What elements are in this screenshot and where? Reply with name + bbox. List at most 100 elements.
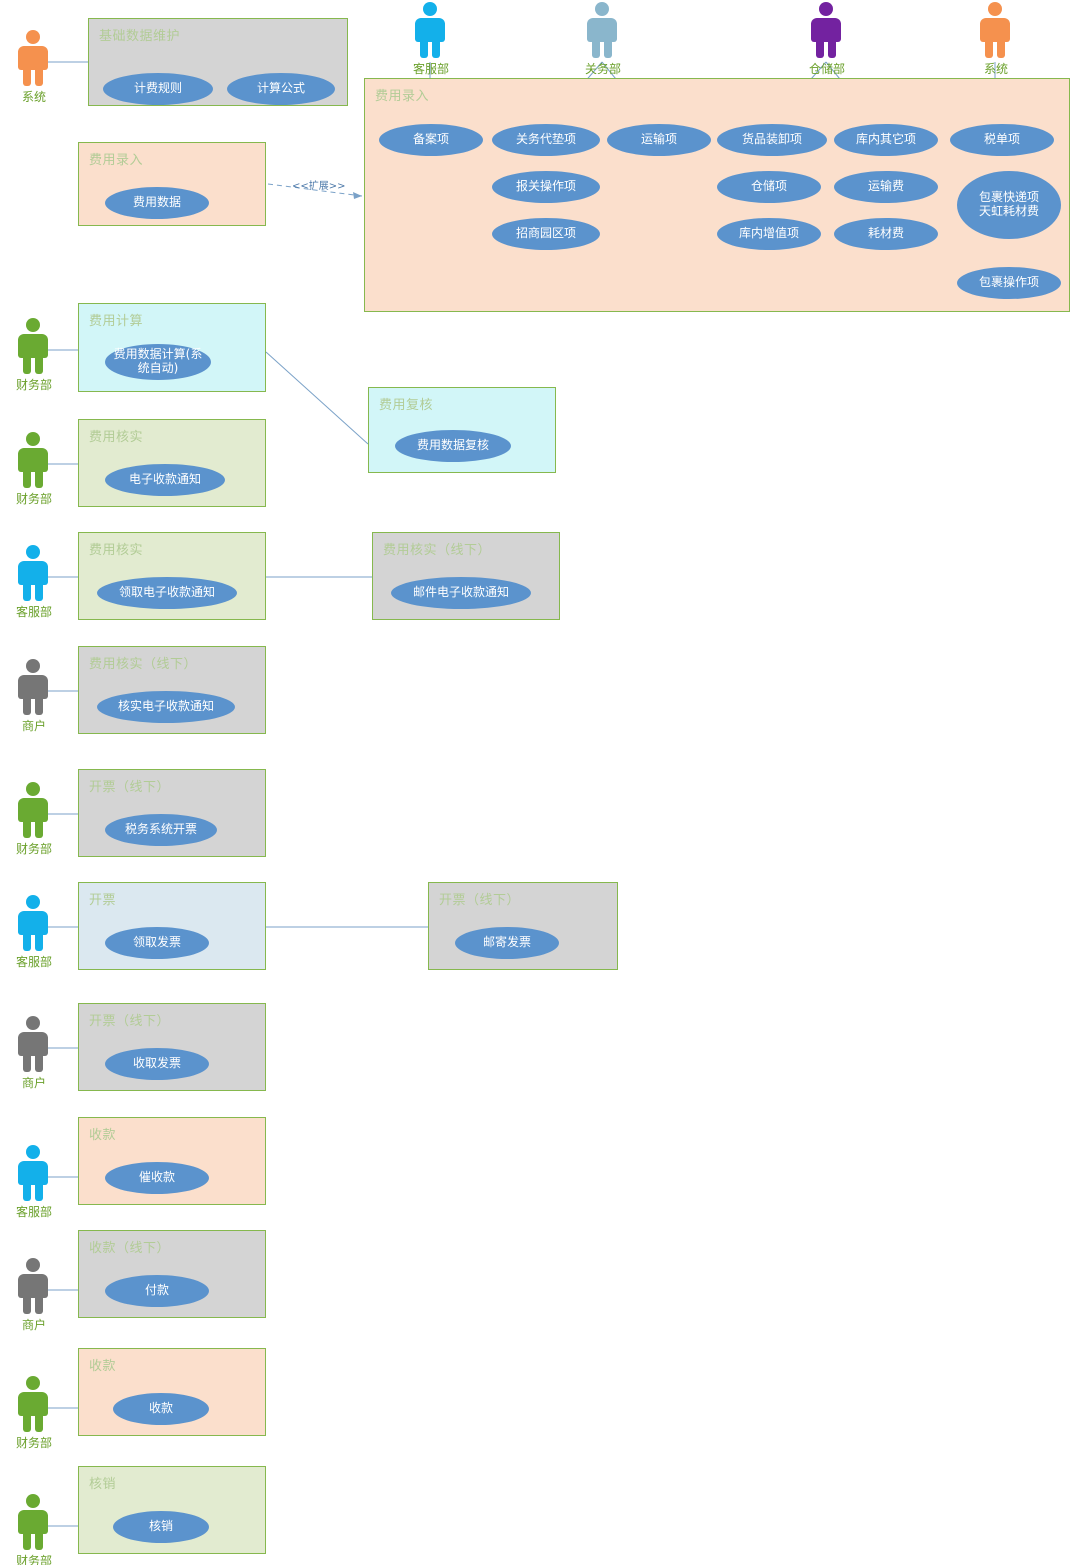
usecase-fee-data-review[interactable]: 费用数据复核 — [395, 430, 511, 462]
usecase-declaration-operation-item[interactable]: 报关操作项 — [492, 171, 600, 203]
actor-label: 财务部 — [15, 1554, 52, 1565]
package-title: 核销 — [89, 1477, 117, 1492]
package-title: 费用核实 — [89, 543, 144, 558]
usecase-transport-item[interactable]: 运输项 — [607, 124, 711, 156]
package-title: 基础数据维护 — [99, 29, 181, 44]
usecase-receive-invoice[interactable]: 领取发票 — [105, 927, 209, 959]
actor-figure-icon — [972, 2, 1018, 58]
actor-figure-icon — [803, 2, 849, 58]
package-title: 开票（线下） — [439, 893, 521, 908]
usecase-receive-payment[interactable]: 收款 — [113, 1393, 209, 1425]
actor-figure-icon — [10, 432, 56, 488]
package-invoice-offline-caiwu: 开票（线下） 税务系统开票 — [78, 769, 266, 857]
usecase-electronic-payment-notice[interactable]: 电子收款通知 — [105, 464, 225, 496]
usecase-parcel-express-tianhong-material-fee[interactable]: 包裹快递项 天虹耗材费 — [957, 171, 1061, 239]
package-title: 费用核实（线下） — [89, 657, 198, 672]
actor-label: 商户 — [21, 1318, 46, 1332]
usecase-material-fee[interactable]: 耗材费 — [834, 218, 938, 250]
usecase-tax-bill-item[interactable]: 税单项 — [950, 124, 1054, 156]
actor-label: 系统 — [983, 62, 1008, 76]
actor-label: 财务部 — [15, 378, 52, 392]
actor-kefu-invoice[interactable]: 客服部 — [10, 895, 56, 969]
actor-figure-icon — [10, 1016, 56, 1072]
usecase-goods-loading-item[interactable]: 货品装卸项 — [717, 124, 827, 156]
usecase-warehouse-value-added-item[interactable]: 库内增值项 — [717, 218, 821, 250]
package-fee-entry-left: 费用录入 费用数据 — [78, 142, 266, 226]
actor-label: 关务部 — [584, 62, 621, 76]
actor-figure-icon — [10, 1494, 56, 1550]
usecase-receive-electronic-payment-notice[interactable]: 领取电子收款通知 — [97, 577, 237, 609]
package-title: 收款 — [89, 1359, 117, 1374]
actor-figure-icon — [10, 318, 56, 374]
package-fee-verify-caiwu: 费用核实 电子收款通知 — [78, 419, 266, 507]
usecase-investment-park-item[interactable]: 招商园区项 — [492, 218, 600, 250]
actor-figure-icon — [10, 1258, 56, 1314]
package-title: 费用录入 — [375, 89, 430, 104]
package-fee-calc: 费用计算 费用数据计算(系 统自动) — [78, 303, 266, 392]
actor-label: 仓储部 — [808, 62, 845, 76]
usecase-warehouse-other-item[interactable]: 库内其它项 — [834, 124, 938, 156]
actor-label: 财务部 — [15, 842, 52, 856]
package-title: 收款 — [89, 1128, 117, 1143]
package-invoice-offline-merchant: 开票（线下） 收取发票 — [78, 1003, 266, 1091]
actor-figure-icon — [10, 782, 56, 838]
usecase-tax-system-invoicing[interactable]: 税务系统开票 — [105, 814, 217, 846]
usecase-mail-electronic-payment-notice[interactable]: 邮件电子收款通知 — [391, 577, 531, 609]
package-invoice-kefu: 开票 领取发票 — [78, 882, 266, 970]
actor-kefu-top[interactable]: 客服部 — [407, 2, 453, 76]
actor-kefu-verify[interactable]: 客服部 — [10, 545, 56, 619]
usecase-customs-advance-item[interactable]: 关务代垫项 — [492, 124, 600, 156]
usecase-parcel-operation-item[interactable]: 包裹操作项 — [957, 267, 1061, 299]
actor-figure-icon — [10, 895, 56, 951]
actor-guanwu-top[interactable]: 关务部 — [579, 2, 625, 76]
actor-label: 财务部 — [15, 492, 52, 506]
usecase-fee-data-calculation[interactable]: 费用数据计算(系 统自动) — [105, 344, 211, 380]
actor-system-right[interactable]: 系统 — [972, 2, 1018, 76]
extend-relation-label: <<扩展>> — [292, 181, 346, 192]
actor-figure-icon — [10, 659, 56, 715]
actor-merchant-verify[interactable]: 商户 — [10, 659, 56, 733]
actor-caiwu-collect[interactable]: 财务部 — [10, 1376, 56, 1450]
package-fee-verify-merchant: 费用核实（线下） 核实电子收款通知 — [78, 646, 266, 734]
usecase-verify-electronic-payment-notice[interactable]: 核实电子收款通知 — [97, 691, 235, 723]
package-title: 费用复核 — [379, 398, 434, 413]
usecase-storage-item[interactable]: 仓储项 — [717, 171, 821, 203]
actor-system-top[interactable]: 系统 — [10, 30, 56, 104]
package-basic-data: 基础数据维护 计费规则 计算公式 — [88, 18, 348, 106]
actor-figure-icon — [407, 2, 453, 58]
package-collect-kefu: 收款 催收款 — [78, 1117, 266, 1205]
package-title: 开票（线下） — [89, 1014, 171, 1029]
package-fee-entry-main: 费用录入 备案项 关务代垫项 运输项 货品装卸项 库内其它项 税单项 报关操作项… — [364, 78, 1070, 312]
actor-figure-icon — [10, 1376, 56, 1432]
actor-caiwu-writeoff[interactable]: 财务部 — [10, 1494, 56, 1565]
usecase-calc-formula[interactable]: 计算公式 — [227, 73, 335, 105]
actor-caiwu-verify[interactable]: 财务部 — [10, 432, 56, 506]
package-writeoff-caiwu: 核销 核销 — [78, 1466, 266, 1554]
actor-merchant-invoice[interactable]: 商户 — [10, 1016, 56, 1090]
usecase-fee-data[interactable]: 费用数据 — [105, 187, 209, 219]
actor-figure-icon — [10, 1145, 56, 1201]
usecase-filing-item[interactable]: 备案项 — [379, 124, 483, 156]
actor-merchant-pay[interactable]: 商户 — [10, 1258, 56, 1332]
actor-figure-icon — [579, 2, 625, 58]
usecase-collect-invoice[interactable]: 收取发票 — [105, 1048, 209, 1080]
package-title: 开票（线下） — [89, 780, 171, 795]
actor-caiwu-invoice[interactable]: 财务部 — [10, 782, 56, 856]
package-collect-caiwu: 收款 收款 — [78, 1348, 266, 1436]
usecase-urge-payment[interactable]: 催收款 — [105, 1162, 209, 1194]
usecase-transport-fee[interactable]: 运输费 — [834, 171, 938, 203]
package-invoice-offline-mail: 开票（线下） 邮寄发票 — [428, 882, 618, 970]
actor-figure-icon — [10, 30, 56, 86]
actor-cangchu-top[interactable]: 仓储部 — [803, 2, 849, 76]
usecase-pay[interactable]: 付款 — [105, 1275, 209, 1307]
actor-label: 系统 — [21, 90, 46, 104]
actor-caiwu-calc[interactable]: 财务部 — [10, 318, 56, 392]
usecase-billing-rule[interactable]: 计费规则 — [103, 73, 213, 105]
package-title: 费用录入 — [89, 153, 144, 168]
actor-label: 商户 — [21, 719, 46, 733]
usecase-mail-invoice[interactable]: 邮寄发票 — [455, 927, 559, 959]
actor-kefu-collect[interactable]: 客服部 — [10, 1145, 56, 1219]
package-fee-verify-offline: 费用核实（线下） 邮件电子收款通知 — [372, 532, 560, 620]
package-title: 费用核实 — [89, 430, 144, 445]
usecase-writeoff[interactable]: 核销 — [113, 1511, 209, 1543]
